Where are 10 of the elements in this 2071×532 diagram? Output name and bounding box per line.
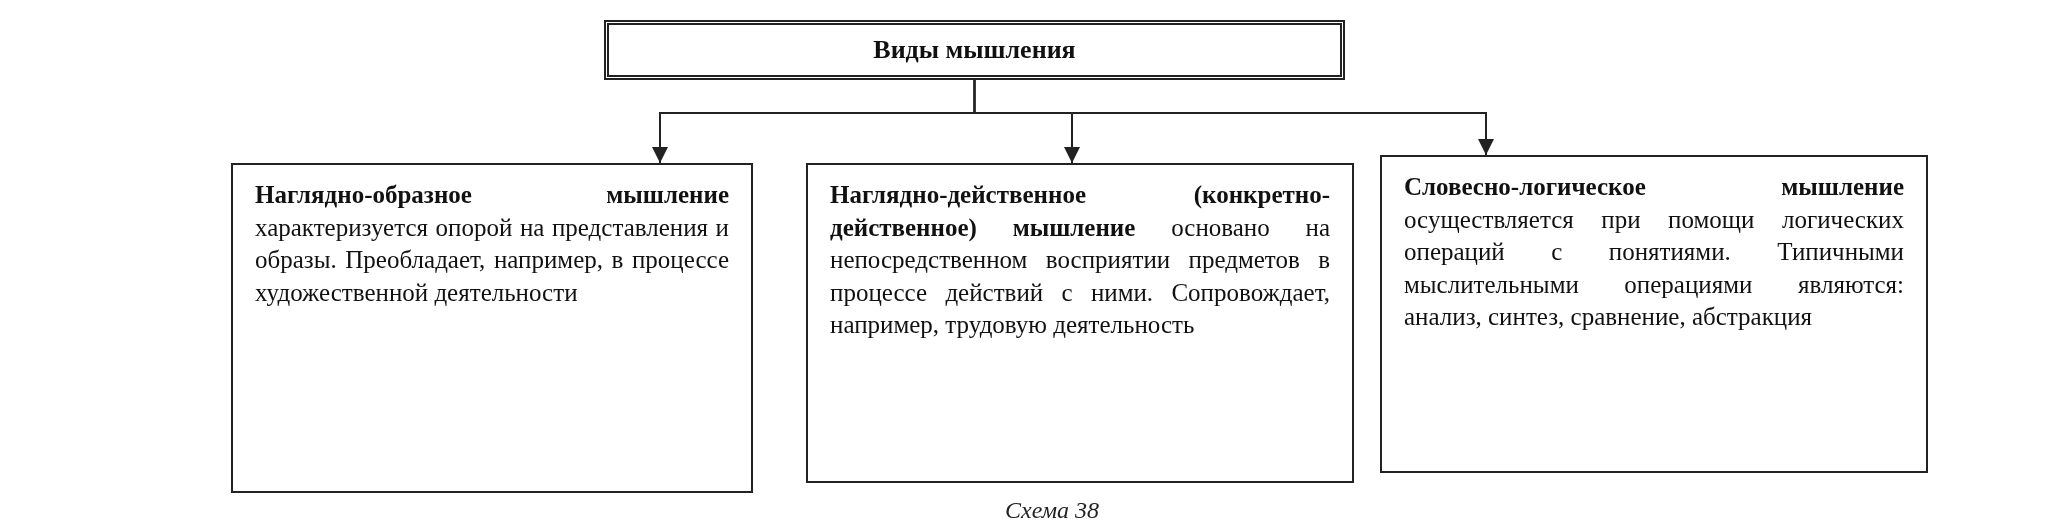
title-box: [604, 20, 1345, 80]
description-text: Наглядно-образное мышление характеризуется опорой на представления и образы. Преобладает, например, в процессе художественной деятельности: [255, 180, 729, 308]
description-box: [1380, 155, 1928, 473]
description-box: [231, 163, 753, 493]
caption: Схема 38: [1005, 497, 1100, 524]
description-text: Наглядно-действенное (конкретно-действенное) мышление основано на непосредственном восприятии предметов в процессе действий с ними. Сопровождает, например, трудовую деятельность: [830, 180, 1330, 340]
heading-text: Виды мышления: [873, 35, 1076, 65]
arrow: [973, 79, 1494, 156]
description-text: Словесно-логическое мышление осуществляется при помощи логических операций с понятиями. Типичными мыслительными операциями являются: анализ, синтез, сравнение, абстракция: [1404, 172, 1904, 332]
description-box: [806, 163, 1354, 483]
